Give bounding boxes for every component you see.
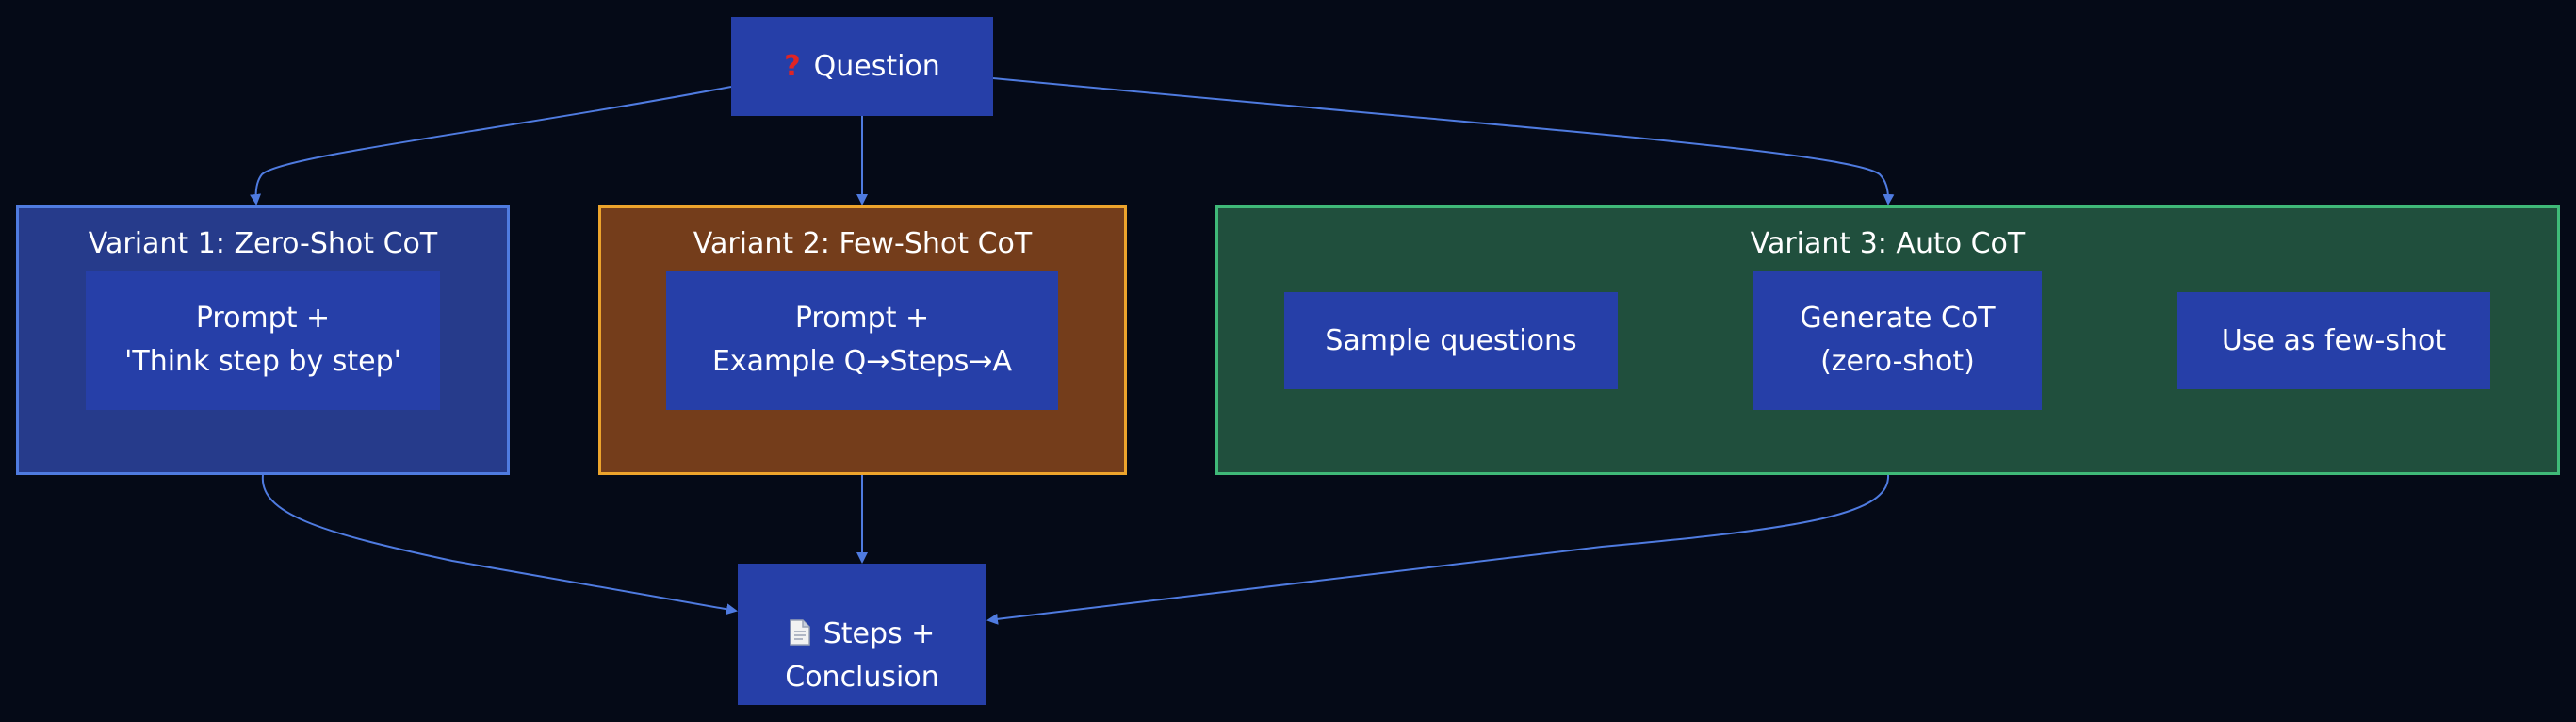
variant1-title: Variant 1: Zero-Shot CoT xyxy=(88,227,438,260)
variant3-title: Variant 3: Auto CoT xyxy=(1750,227,2026,260)
sample-questions-label: Sample questions xyxy=(1325,323,1577,357)
steps-conclusion-label: Steps + Conclusion xyxy=(785,617,939,694)
question-node: ? Question xyxy=(731,17,993,116)
edge-question-to-variant3 xyxy=(992,77,1895,205)
edge-question-to-variant1 xyxy=(250,86,732,205)
use-few-shot-label: Use as few-shot xyxy=(2221,323,2447,357)
variant2-title: Variant 2: Few-Shot CoT xyxy=(693,227,1033,260)
prompt-think-step-label: Prompt + 'Think step by step' xyxy=(124,302,401,378)
generate-cot-node: Generate CoT (zero-shot) xyxy=(1753,271,2042,410)
prompt-think-step-node: Prompt + 'Think step by step' xyxy=(86,271,440,410)
document-icon xyxy=(789,619,810,646)
edge-variant1-to-steps xyxy=(261,474,738,615)
generate-cot-label: Generate CoT (zero-shot) xyxy=(1800,302,1996,378)
prompt-example-label: Prompt + Example Q→Steps→A xyxy=(711,302,1013,378)
sample-questions-node: Sample questions xyxy=(1284,292,1618,389)
question-label: Question xyxy=(813,49,940,83)
prompt-example-node: Prompt + Example Q→Steps→A xyxy=(666,271,1058,410)
steps-conclusion-node: Steps + Conclusion xyxy=(738,564,986,705)
edge-variant3-to-steps xyxy=(986,474,1890,625)
question-mark-icon: ? xyxy=(784,49,801,83)
use-few-shot-node: Use as few-shot xyxy=(2177,292,2490,389)
